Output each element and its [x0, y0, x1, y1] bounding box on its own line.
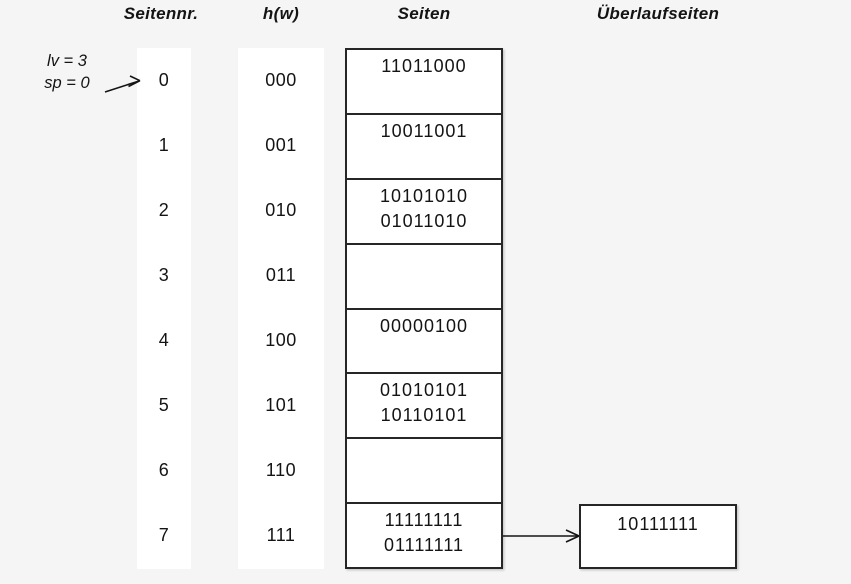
hash-value: 000: [265, 70, 297, 90]
level-value: lv = 3: [47, 52, 87, 70]
page-number: 0: [158, 70, 170, 90]
page-number: 1: [158, 135, 170, 155]
hash-value: 111: [266, 525, 296, 545]
record-value: [347, 249, 501, 274]
overflow-arrow-icon: [503, 529, 580, 543]
page-number-column-background: [137, 48, 191, 569]
page-number: 5: [158, 395, 170, 415]
page-cell-2: 10101010 01011010: [347, 180, 501, 245]
page-cell-3: [347, 245, 501, 310]
header-seiten: Seiten: [397, 4, 451, 23]
hash-value: 100: [265, 330, 297, 350]
record-value: [347, 79, 501, 104]
record-value: 01010101: [379, 380, 469, 401]
record-value: 10111111: [617, 514, 699, 534]
record-value: [347, 274, 501, 299]
record-value: [347, 144, 501, 169]
page-cell-0: 11011000: [347, 50, 501, 115]
record-value: [347, 468, 501, 493]
page-number: 4: [158, 330, 170, 350]
page-cell-6: [347, 439, 501, 505]
page-number: 3: [158, 265, 170, 285]
page-cell-1: 10011001: [347, 115, 501, 180]
record-value: 11111111: [384, 510, 464, 531]
split-pointer-value: sp = 0: [44, 74, 90, 92]
hash-value-column: 000 001 010 011 100 101 110 111: [238, 48, 324, 568]
page-number: 2: [158, 200, 170, 220]
hash-value: 001: [265, 135, 297, 155]
record-value: 10011001: [380, 120, 468, 141]
state-annotation: lv = 3 sp = 0: [26, 50, 108, 94]
page-cell-4: 00000100: [347, 310, 501, 375]
header-seitennr: Seitennr.: [123, 4, 199, 23]
hash-value: 010: [265, 200, 297, 220]
page-cell-5: 01010101 10110101: [347, 374, 501, 440]
record-value: 01011010: [380, 210, 468, 231]
header-hash-function: h(w): [262, 4, 300, 23]
page-number-column: 0 1 2 3 4 5 6 7: [137, 48, 191, 568]
hash-value: 110: [265, 460, 297, 480]
split-pointer-arrow-icon: [104, 75, 141, 93]
hash-value: 101: [265, 395, 297, 415]
record-value: [581, 537, 735, 562]
hash-column-background: [238, 48, 324, 569]
record-value: 01111111: [383, 535, 465, 556]
record-value: 10101010: [379, 185, 469, 206]
page-number: 6: [158, 460, 170, 480]
overflow-page-box: 10111111: [579, 504, 737, 569]
page-cell-7: 11111111 01111111: [347, 504, 501, 567]
record-value: [347, 339, 501, 364]
record-value: [347, 443, 501, 468]
hash-value: 011: [265, 265, 297, 285]
record-value: 00000100: [379, 315, 469, 336]
record-value: 11011000: [381, 56, 467, 76]
record-value: 10110101: [380, 405, 468, 426]
page-number: 7: [158, 525, 170, 545]
pages-box: 11011000 10011001 10101010 01011010 0000…: [345, 48, 503, 569]
header-ueberlaufseiten: Überlaufseiten: [596, 4, 720, 23]
